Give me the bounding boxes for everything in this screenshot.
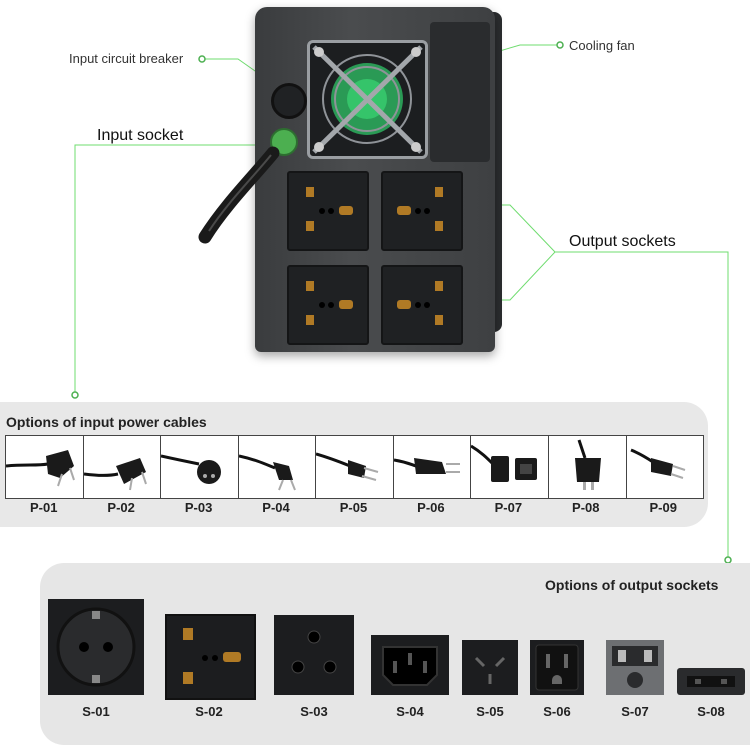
cable-label: P-03 bbox=[184, 500, 213, 515]
power-plug-icon bbox=[574, 439, 601, 490]
cable-p04 bbox=[238, 436, 317, 498]
socket-label: S-06 bbox=[543, 704, 571, 719]
dual-socket-icon bbox=[612, 646, 658, 688]
socket-s07 bbox=[606, 640, 664, 695]
cable-label: P-06 bbox=[417, 500, 445, 515]
output-outlet-1 bbox=[287, 171, 369, 251]
socket-s05 bbox=[462, 640, 518, 695]
universal-socket-icon bbox=[397, 187, 443, 231]
cable-p03 bbox=[161, 436, 239, 498]
power-plug-icon bbox=[393, 458, 460, 474]
ups-back-panel bbox=[430, 22, 490, 162]
output-outlet-4 bbox=[381, 265, 463, 345]
cable-p02 bbox=[83, 436, 162, 498]
strip-socket-icon bbox=[687, 676, 735, 687]
universal-socket-icon bbox=[183, 628, 241, 684]
socket-s06 bbox=[530, 640, 584, 695]
cable-p06 bbox=[393, 436, 472, 498]
input-socket-callout: Input socket bbox=[97, 127, 184, 144]
input-cables-strip bbox=[5, 435, 704, 499]
output-sockets-callout: Output sockets bbox=[569, 233, 676, 250]
power-plug-icon bbox=[238, 454, 296, 491]
cable-label: P-02 bbox=[107, 500, 135, 515]
breaker-callout: Input circuit breaker bbox=[69, 51, 184, 66]
socket-s08 bbox=[677, 668, 745, 695]
iec-socket-icon bbox=[382, 646, 438, 686]
flat-pin-socket-icon bbox=[474, 656, 506, 684]
socket-label: S-08 bbox=[697, 704, 725, 719]
cable-label: P-05 bbox=[339, 500, 368, 515]
socket-s04 bbox=[371, 635, 449, 695]
cable-p08 bbox=[549, 436, 627, 498]
round-pin-socket-icon bbox=[291, 630, 337, 674]
output-outlet-2 bbox=[381, 171, 463, 251]
socket-s02 bbox=[165, 614, 256, 700]
circuit-breaker-icon bbox=[271, 83, 307, 119]
nema-socket-icon bbox=[535, 644, 579, 691]
cooling-fan bbox=[307, 40, 428, 159]
power-plug-icon bbox=[316, 452, 379, 481]
cable-label: P-04 bbox=[262, 500, 290, 515]
cable-label: P-07 bbox=[494, 500, 523, 515]
power-plug-icon bbox=[629, 448, 685, 479]
output-sockets-title: Options of output sockets bbox=[545, 577, 719, 593]
socket-s03 bbox=[274, 615, 354, 695]
input-cable-labels: P-01 P-02 P-03 P-04 P-05 P-06 P-07 P-08 … bbox=[5, 500, 702, 515]
socket-label: S-04 bbox=[396, 704, 424, 719]
power-plug-icon bbox=[83, 458, 147, 491]
socket-label: S-05 bbox=[476, 704, 504, 719]
power-plug-icon bbox=[161, 454, 222, 484]
cable-p07 bbox=[471, 436, 549, 498]
cable-p09 bbox=[627, 436, 704, 498]
socket-label: S-02 bbox=[195, 704, 223, 719]
cable-p01 bbox=[6, 436, 84, 498]
output-outlet-3 bbox=[287, 265, 369, 345]
socket-label: S-07 bbox=[621, 704, 649, 719]
universal-socket-icon bbox=[397, 281, 443, 325]
cable-p05 bbox=[316, 436, 394, 498]
cable-label: P-01 bbox=[29, 500, 58, 515]
cable-label: P-08 bbox=[572, 500, 600, 515]
fan-callout: Cooling fan bbox=[569, 38, 635, 53]
power-plug-icon bbox=[6, 450, 75, 487]
socket-s01 bbox=[48, 599, 144, 695]
input-cables-title: Options of input power cables bbox=[6, 414, 207, 430]
universal-socket-icon bbox=[306, 187, 353, 231]
fan-icon bbox=[312, 45, 423, 154]
power-plug-icon bbox=[471, 444, 538, 482]
power-cable-icon bbox=[198, 146, 280, 244]
socket-label: S-03 bbox=[300, 704, 328, 719]
schuko-socket-icon bbox=[56, 607, 136, 687]
universal-socket-icon bbox=[306, 281, 353, 325]
socket-label: S-01 bbox=[82, 704, 110, 719]
cable-label: P-09 bbox=[649, 500, 677, 515]
